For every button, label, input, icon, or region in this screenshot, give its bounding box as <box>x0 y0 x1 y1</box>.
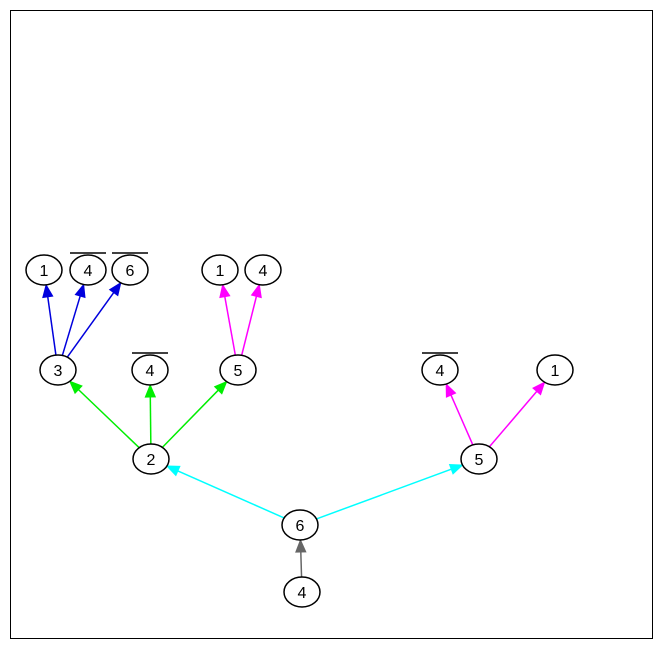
edge-n_5r-to-n_1r <box>488 381 546 448</box>
edge-n_6-to-n_5r <box>316 463 464 520</box>
node-label: 6 <box>126 263 135 280</box>
node-n-root4: 4 <box>283 576 321 608</box>
node-ellipse <box>132 443 170 475</box>
node-label: 1 <box>40 263 49 280</box>
arrowhead-icon <box>295 538 307 553</box>
node-label: 4 <box>84 263 93 280</box>
edge-n_5m-to-n_4b <box>240 283 262 356</box>
node-layer: 4 6 2 5 3 4 5 4 1 1 4 6 1 4 <box>25 252 574 608</box>
node-n-5r: 5 <box>460 443 498 475</box>
edge-line <box>450 394 474 446</box>
edge-layer <box>42 281 546 578</box>
edge-n_5r-to-n_4bar_r <box>445 382 474 446</box>
edge-n_3-to-n_4bar_a <box>61 283 86 356</box>
edge-line <box>77 389 140 449</box>
node-label: 3 <box>54 363 63 380</box>
arrowhead-icon <box>532 381 546 396</box>
edge-n_3-to-n_6bar_a <box>66 281 122 358</box>
edge-n_2-to-n_5m <box>161 380 228 448</box>
node-label: 5 <box>475 452 484 469</box>
node-ellipse <box>111 254 149 286</box>
node-ellipse <box>219 354 257 386</box>
node-n-6: 6 <box>281 509 319 541</box>
edge-line <box>47 296 57 356</box>
node-ellipse <box>281 509 319 541</box>
edge-line <box>224 296 237 356</box>
edge-line <box>177 470 285 519</box>
edge-line <box>488 390 538 448</box>
node-label: 4 <box>298 585 307 602</box>
node-n-4bar-r: 4 <box>421 352 459 386</box>
node-n-1r: 1 <box>536 354 574 386</box>
node-ellipse <box>460 443 498 475</box>
node-label: 1 <box>216 263 225 280</box>
node-ellipse <box>39 354 77 386</box>
edge-n_2-to-n_4bar_mid <box>144 383 157 445</box>
arrowhead-icon <box>219 283 231 299</box>
node-label: 4 <box>146 363 155 380</box>
node-label: 4 <box>436 363 445 380</box>
arrowhead-icon <box>445 382 457 398</box>
node-n-4b: 4 <box>244 254 282 286</box>
node-ellipse <box>25 254 63 286</box>
node-n-3: 3 <box>39 354 77 386</box>
node-ellipse <box>421 354 459 386</box>
edge-n_3-to-n_1a <box>42 283 57 356</box>
node-n-2: 2 <box>132 443 170 475</box>
node-ellipse <box>131 354 169 386</box>
edge-n_root4-to-n_6 <box>295 538 307 578</box>
node-ellipse <box>244 254 282 286</box>
arrowhead-icon <box>165 465 181 477</box>
node-ellipse <box>536 354 574 386</box>
node-n-4bar-a: 4 <box>69 252 107 286</box>
node-ellipse <box>283 576 321 608</box>
edge-line <box>300 551 303 578</box>
node-n-1a: 1 <box>25 254 63 286</box>
node-n-1b: 1 <box>201 254 239 286</box>
edge-n_6-to-n_2 <box>165 465 285 519</box>
diagram-frame <box>10 10 653 639</box>
arrowhead-icon <box>108 281 122 297</box>
edge-line <box>66 292 115 358</box>
arrowhead-icon <box>144 383 157 398</box>
node-label: 1 <box>551 363 560 380</box>
node-n-5m: 5 <box>219 354 257 386</box>
edge-line <box>61 295 81 356</box>
arrowhead-icon <box>74 283 86 299</box>
node-label: 6 <box>296 518 305 535</box>
arrowhead-icon <box>448 463 464 475</box>
arrowhead-icon <box>213 380 228 395</box>
node-label: 5 <box>234 363 243 380</box>
arrowhead-icon <box>42 283 54 299</box>
node-n-4bar-mid: 4 <box>131 352 169 386</box>
node-label: 2 <box>147 452 156 469</box>
arrowhead-icon <box>250 283 262 299</box>
edge-line <box>316 468 452 520</box>
node-ellipse <box>201 254 239 286</box>
edge-line <box>149 396 152 445</box>
node-n-6bar-a: 6 <box>111 252 149 286</box>
edge-n_2-to-n_3 <box>68 380 140 449</box>
edge-line <box>240 296 258 356</box>
node-ellipse <box>69 254 107 286</box>
node-label: 4 <box>259 263 268 280</box>
arrowhead-icon <box>68 380 83 395</box>
edge-n_5m-to-n_1b <box>219 283 237 356</box>
edge-line <box>161 389 219 448</box>
